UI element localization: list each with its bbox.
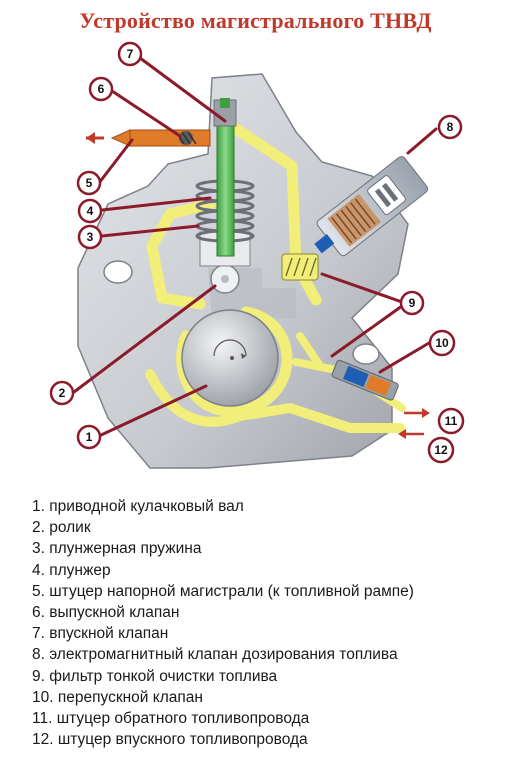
callout-12: 12 <box>427 436 455 464</box>
callout-7: 7 <box>117 41 143 67</box>
page-title: Устройство магистрального ТНВД <box>79 8 432 33</box>
callout-lines <box>72 56 438 438</box>
plunger-assembly <box>195 98 255 267</box>
flow-arrows <box>398 408 430 439</box>
metering-solenoid <box>314 156 429 257</box>
legend-item-9: 9. фильтр тонкой очистки топлива <box>32 667 278 685</box>
outlet-valve <box>86 129 211 147</box>
legend-item-6: 6. выпускной клапан <box>32 604 180 622</box>
callout-3-label: 3 <box>87 230 94 244</box>
callout-5: 5 <box>76 170 102 196</box>
callout-10-label: 10 <box>435 336 449 350</box>
callout-2: 2 <box>49 380 75 406</box>
callout-11: 11 <box>437 407 465 435</box>
legend-item-3: 3. плунжерная пружина <box>32 540 202 558</box>
pump-diagram: 1 2 3 4 5 6 7 8 <box>49 41 465 469</box>
legend-item-11: 11. штуцер обратного топливопровода <box>32 710 310 728</box>
callout-6-label: 6 <box>98 82 105 96</box>
cam-shaft <box>181 309 279 407</box>
legend-item-4: 4. плунжер <box>32 561 111 579</box>
callout-1-label: 1 <box>86 430 93 444</box>
legend-item-10: 10. перепускной клапан <box>32 688 203 706</box>
callout-4: 4 <box>77 198 103 224</box>
callout-9: 9 <box>399 290 425 316</box>
callout-2-label: 2 <box>59 386 66 400</box>
callout-6: 6 <box>88 76 114 102</box>
callout-7-label: 7 <box>127 47 134 61</box>
parts-legend: 1. приводной кулачковый вал 2. ролик 3. … <box>32 496 502 750</box>
callout-8: 8 <box>437 114 463 140</box>
roller <box>210 264 240 294</box>
bypass-valve <box>331 359 399 401</box>
callout-1: 1 <box>76 424 102 450</box>
legend-item-8: 8. электромагнитный клапан дозирования т… <box>32 646 398 664</box>
legend-item-2: 2. ролик <box>32 519 91 537</box>
callout-markers: 1 2 3 4 5 6 7 8 <box>49 41 465 464</box>
callout-8-label: 8 <box>447 120 454 134</box>
callout-10: 10 <box>428 329 456 357</box>
callout-5-label: 5 <box>86 176 93 190</box>
callout-12-label: 12 <box>434 443 448 457</box>
callout-11-label: 11 <box>445 414 458 428</box>
legend-item-12: 12. штуцер впускного топливопровода <box>32 731 308 749</box>
legend-item-7: 7. впускной клапан <box>32 625 169 643</box>
legend-item-5: 5. штуцер напорной магистрали (к топливн… <box>32 582 414 600</box>
callout-9-label: 9 <box>409 296 416 310</box>
callout-3: 3 <box>77 224 103 250</box>
legend-item-1: 1. приводной кулачковый вал <box>32 498 244 515</box>
callout-4-label: 4 <box>87 204 94 218</box>
plunger <box>216 125 235 257</box>
fuel-filter <box>281 253 319 281</box>
